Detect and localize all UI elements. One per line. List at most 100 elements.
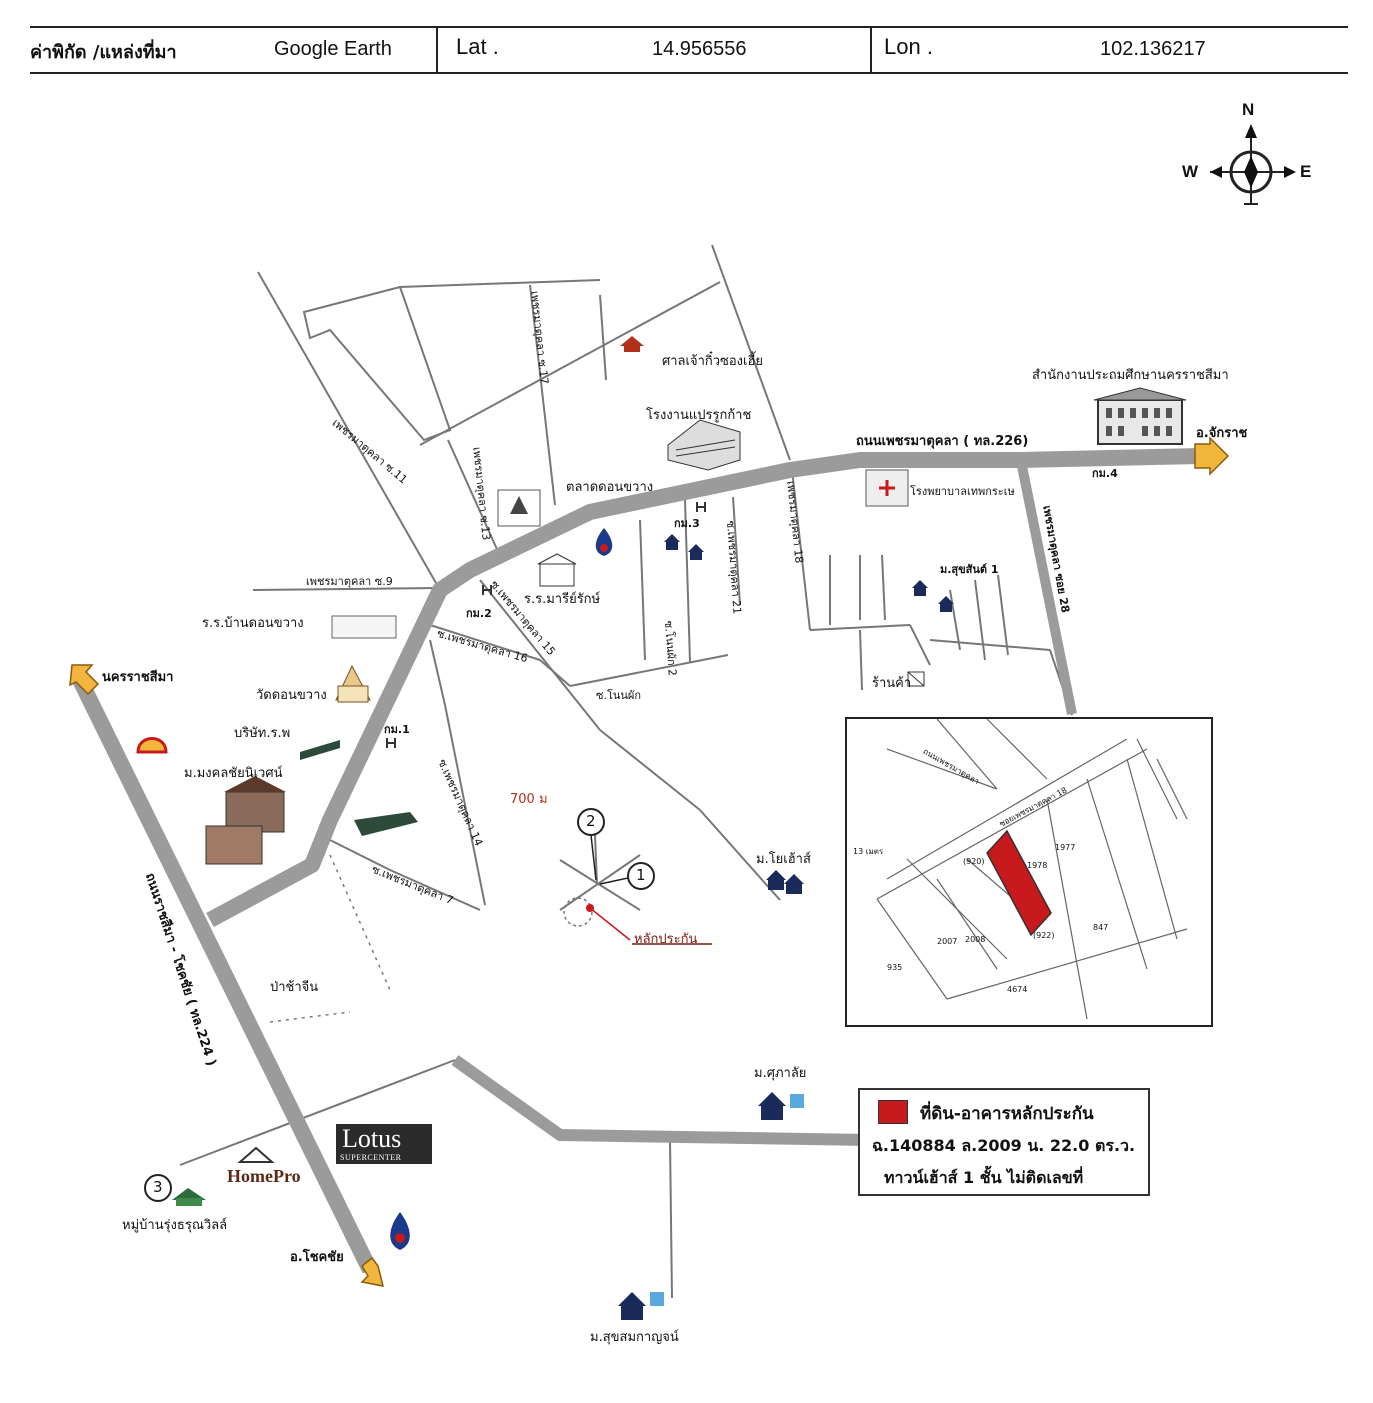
homepro-logo: HomePro (227, 1166, 301, 1186)
shop-icon (907, 671, 925, 687)
road-soi14 (444, 704, 486, 906)
inset-plot-lines (876, 719, 1188, 1020)
inset-parcel-920: (920) (963, 857, 985, 866)
house-icon (664, 534, 704, 560)
road (949, 589, 961, 651)
collateral-plot (986, 829, 1052, 937)
lat-label: Lat . (456, 34, 499, 59)
road (429, 639, 446, 706)
label-to-korat: นครราชสีมา (102, 670, 174, 685)
road (974, 579, 986, 661)
compass-w: W (1182, 162, 1199, 181)
label-company: บริษัท.ร.พ (234, 726, 291, 741)
lotus-logo-sub: SUPERCENTER (340, 1153, 402, 1162)
road-soi11 (257, 271, 441, 591)
house-icon (766, 870, 804, 894)
road-soi9 (252, 587, 441, 591)
road (389, 869, 481, 911)
road-hwy226 (206, 448, 1201, 928)
company-icon (300, 740, 340, 760)
header-divider (436, 28, 438, 72)
road-soi17 (529, 284, 556, 506)
label-km2: กม.2 (466, 607, 492, 620)
road (881, 554, 886, 621)
road (909, 624, 931, 666)
legend-box: ที่ดิน-อาคารหลักประกัน ฉ.140884 ล.2009 น… (858, 1088, 1150, 1196)
village-icon (172, 1188, 206, 1206)
house-icon (758, 1092, 804, 1120)
dashed-road (329, 854, 391, 991)
temple-icon (335, 664, 371, 703)
homepro-roof-icon (237, 1146, 275, 1163)
inset-parcel-2008: 2008 (965, 935, 986, 944)
road (599, 294, 607, 381)
lotus-logo-text: Lotus (342, 1124, 402, 1153)
label-market: ตลาดดอนขวาง (566, 480, 654, 495)
house-icon (912, 580, 954, 612)
lon-value: 102.136217 (1100, 38, 1206, 60)
road (594, 834, 598, 886)
km-marker-icon (482, 585, 492, 595)
lat-value: 14.956556 (652, 38, 747, 60)
legend-line3: ทาวน์เฮ้าส์ 1 ชั้น ไม่ติดเลขที่ (884, 1168, 1084, 1187)
lotus-logo: Lotus SUPERCENTER (336, 1124, 432, 1164)
label-km1: กม.1 (384, 723, 410, 736)
label-temple: วัดดอนขวาง (256, 688, 327, 703)
road (419, 281, 721, 446)
market-icon (497, 489, 541, 527)
road (732, 496, 741, 606)
arrow-south-icon (360, 1256, 385, 1287)
coordinate-header: ค่าพิกัด /แหล่งที่มา Google Earth Lat . … (30, 26, 1348, 74)
inset-parcel-935: 935 (887, 963, 903, 972)
shrine-icon (620, 336, 644, 352)
km-marker-icon (386, 738, 396, 748)
lon-label: Lon . (884, 34, 933, 59)
gas-station-icon (595, 528, 613, 556)
housing-estate-icon (205, 776, 286, 865)
compass-e: E (1300, 162, 1312, 181)
label-factory: โรงงานแปรรูกก้าช (646, 408, 752, 423)
road-nonpak2 (684, 499, 691, 663)
building-icon (354, 812, 418, 836)
label-distance: 700 ม (510, 792, 548, 807)
marker-3-icon (144, 1174, 172, 1202)
main-roads (72, 448, 1201, 1274)
road (559, 859, 641, 911)
shell-icon (136, 737, 168, 754)
dashed-road (269, 1011, 351, 1023)
road (179, 1059, 456, 1166)
gas-station-icon (390, 1212, 410, 1250)
label-hospital: โรงพยาบาลเทพกระเษ (910, 485, 1015, 498)
road (699, 809, 781, 901)
road (809, 624, 911, 631)
label-village-yo: ม.โยเฮ้าส์ (756, 852, 811, 867)
road (859, 629, 863, 691)
inset-parcel-922: (922) (1033, 931, 1055, 940)
collateral-marker-icon (563, 897, 593, 927)
office-building-icon (1093, 387, 1187, 445)
label-soi9: เพชรมาตุคลา ซ.9 (306, 575, 393, 588)
label-km4: กม.4 (1092, 467, 1118, 480)
label-village-rung: หมู่บ้านรุ่งธรุณวิลล์ (122, 1218, 228, 1233)
road (559, 854, 641, 911)
label-to-chakkarat: อ.จักราช (1196, 426, 1248, 441)
label-village-suk: ม.สุขสมกาญจน์ (590, 1330, 679, 1345)
factory-icon (667, 419, 741, 471)
road-lotus (451, 1055, 869, 1146)
label-village-supa: ม.ศุภาลัย (754, 1066, 807, 1081)
road-soi16 (429, 624, 541, 661)
inset-parcel-1977: 1977 (1055, 843, 1076, 852)
road (639, 519, 646, 661)
legend-line1: ที่ดิน-อาคารหลักประกัน (920, 1104, 1094, 1124)
label-school2: ร.ร.บ้านดอนขวาง (202, 616, 304, 631)
road-nonpak (569, 654, 729, 687)
road (539, 659, 571, 687)
school-icon (537, 553, 577, 587)
road-soi7 (329, 839, 391, 871)
coord-label: ค่าพิกัด /แหล่งที่มา (30, 42, 177, 63)
road (669, 1139, 673, 1299)
road (929, 639, 1051, 651)
label-school1: ร.ร.มารีย์รักษ์ (524, 592, 601, 607)
dashed-roads (269, 854, 391, 1023)
